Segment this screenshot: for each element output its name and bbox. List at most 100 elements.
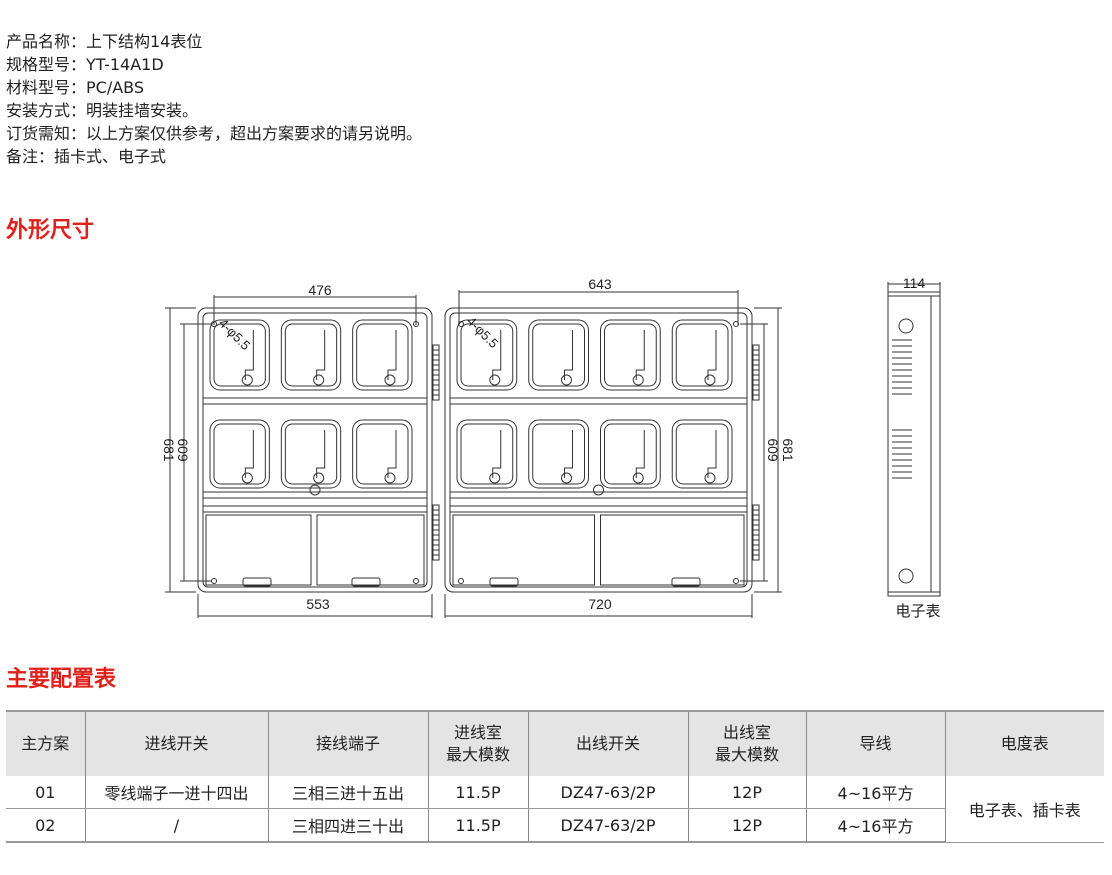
meter-window (671, 419, 733, 489)
config-table: 主方案 进线开关 接线端子 进线室 最大模数 出线开关 出线室 最大模数 导线 … (6, 710, 1104, 843)
dim-left-bottom: 553 (306, 596, 330, 612)
meter-window (600, 419, 661, 489)
header-cell: 出线室 最大模数 (687, 710, 806, 776)
dim-left-top: 476 (308, 282, 332, 298)
dim-right-inner-height: 609 (765, 438, 781, 462)
meter-hole (632, 472, 644, 484)
spec-remark: 备注：插卡式、电子式 (6, 147, 167, 166)
meter-bracket (635, 330, 645, 380)
meter-window (352, 319, 413, 391)
cell: 12P (687, 776, 806, 809)
enclosure-inner (202, 312, 428, 588)
latch (351, 577, 381, 587)
meter-bracket (387, 330, 397, 380)
dim-right-outer-height: 681 (780, 438, 796, 462)
center-hole (593, 484, 604, 496)
section-title-dimensions: 外形尺寸 (6, 218, 95, 243)
side-view-hole (898, 568, 914, 584)
meter-window (671, 319, 733, 391)
dim-side-width: 114 (903, 275, 926, 291)
cell: 11.5P (427, 808, 528, 843)
latch (489, 577, 519, 587)
terminal-strip (752, 504, 760, 561)
dim-right-bottom: 720 (588, 596, 612, 612)
meter-window-inner (604, 423, 657, 485)
cell-meter-type: 电子表、插卡表 (944, 776, 1104, 843)
side-view-label: 电子表 (895, 603, 940, 620)
cell: 三相三进十五出 (267, 776, 428, 809)
cell: 02 (6, 808, 85, 843)
mount-hole (458, 578, 464, 584)
meter-window (280, 319, 342, 391)
meter-window-inner (532, 323, 585, 387)
meter-bracket (635, 430, 645, 478)
hole-note-right: 4-φ5.5 (464, 314, 502, 352)
spec-product-name: 产品名称：上下结构14表位 (6, 32, 203, 51)
breaker-cover (316, 514, 425, 586)
hole-note-left: 4-φ5.5 (216, 316, 254, 354)
meter-hole (561, 472, 572, 484)
latch (242, 577, 272, 587)
header-cell: 电度表 (944, 710, 1104, 776)
table-row: 01 零线端子一进十四出 三相三进十五出 11.5P DZ47-63/2P 12… (6, 776, 1104, 843)
cell: 4~16平方 (805, 776, 945, 809)
breaker-cover (205, 514, 312, 586)
meter-bracket (564, 430, 573, 478)
terminal-strip (752, 344, 760, 401)
enclosure-outline (444, 307, 753, 593)
cell: 零线端子一进十四出 (84, 776, 268, 809)
terminal-strip (432, 504, 440, 561)
meter-bracket (707, 430, 717, 478)
meter-hole (241, 374, 253, 386)
header-cell: 出线开关 (527, 710, 688, 776)
side-view-outline (887, 291, 941, 597)
technical-drawing: 476 643 553 720 681 609 609 681 114 4-φ5… (161, 275, 941, 620)
header-cell: 进线室 最大模数 (427, 710, 528, 776)
header-cell: 接线端子 (267, 710, 428, 776)
meter-hole (489, 374, 501, 386)
spec-install: 安装方式：明装挂墙安装。 (6, 101, 199, 120)
cell: 01 (6, 776, 85, 809)
side-view-hole (898, 318, 914, 334)
table-row: 02 / 三相四进三十出 11.5P DZ47-63/2P 12P 4~16平方 (6, 808, 1104, 843)
meter-window-inner (284, 323, 338, 387)
dim-left-outer-height: 681 (161, 438, 177, 462)
meter-window (209, 419, 270, 489)
meter-hole (384, 472, 396, 484)
header-cell: 导线 (805, 710, 945, 776)
meter-window-inner (604, 323, 657, 387)
meter-hole (384, 374, 396, 386)
mount-hole (413, 578, 419, 584)
meter-window (528, 419, 589, 489)
meter-hole (313, 374, 325, 386)
cell: 11.5P (427, 776, 528, 809)
meter-hole (704, 472, 716, 484)
meter-bracket (316, 430, 326, 478)
meter-window-inner (284, 423, 338, 485)
meter-window-inner (675, 423, 729, 485)
cell: DZ47-63/2P (527, 776, 688, 809)
meter-hole (632, 374, 644, 386)
enclosure-inner (449, 312, 748, 588)
spec-material: 材料型号：PC/ABS (6, 78, 145, 97)
meter-window-inner (460, 323, 514, 387)
meter-window-inner (356, 323, 409, 387)
cell: 12P (687, 808, 806, 843)
header-cell: 主方案 (6, 710, 85, 776)
latch (671, 577, 701, 587)
meter-window (456, 319, 518, 391)
meter-window (280, 419, 342, 489)
meter-hole (489, 472, 501, 484)
breaker-cover (600, 514, 745, 586)
section-title-config: 主要配置表 (6, 667, 117, 692)
meter-window (600, 319, 661, 391)
meter-window (352, 419, 413, 489)
mount-hole (211, 578, 217, 584)
dim-left-inner-height: 609 (175, 438, 191, 462)
meter-hole (313, 472, 325, 484)
dim-right-top: 643 (588, 276, 612, 292)
cell: DZ47-63/2P (527, 808, 688, 843)
meter-window-inner (213, 423, 266, 485)
meter-window-inner (460, 423, 514, 485)
